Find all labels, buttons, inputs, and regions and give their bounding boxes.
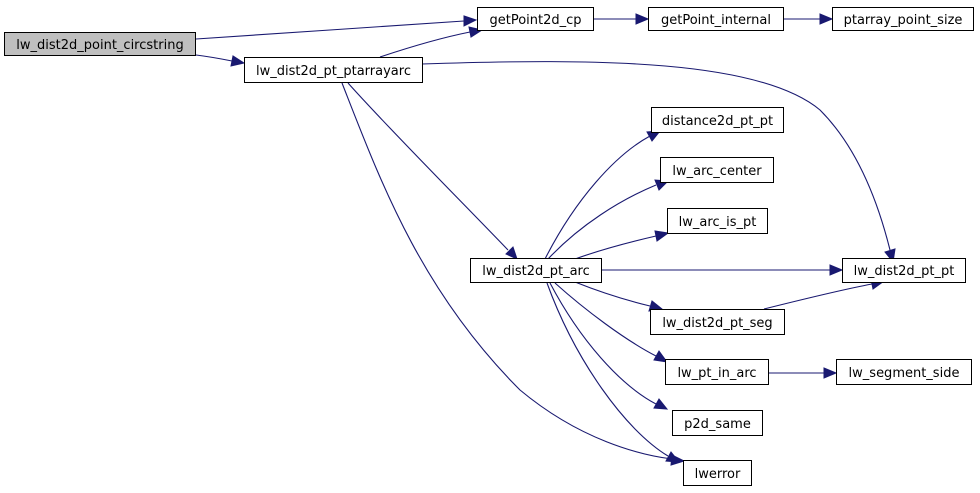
edge-ptarrayarc-to-pt-arc <box>347 82 509 251</box>
edge-root-to-ptarrayarc <box>195 54 233 62</box>
edge-pt-arc-to-pt-pt-arrow <box>829 264 844 276</box>
node-lwerror[interactable]: lwerror <box>683 460 752 486</box>
node-label: ptarray_point_size <box>844 13 963 28</box>
node-lw-segment-side[interactable]: lw_segment_side <box>836 359 972 385</box>
node-ptarray-point-size[interactable]: ptarray_point_size <box>832 7 974 31</box>
edge-ptarrayarc-to-getpoint2d-cp <box>379 31 471 58</box>
edge-pt-arc-to-pt-seg <box>574 281 651 307</box>
edge-pt-seg-to-pt-pt <box>763 283 873 310</box>
edge-pt-arc-to-p2d-same-arrow <box>653 398 669 410</box>
edge-ptarrayarc-to-lwerror <box>341 82 673 460</box>
node-distance2d-pt-pt[interactable]: distance2d_pt_pt <box>651 107 784 133</box>
node-lw-dist2d-pt-seg[interactable]: lw_dist2d_pt_seg <box>650 309 785 335</box>
edge-pt-arc-to-pt-in-arc <box>554 282 657 357</box>
node-lw-arc-is-pt[interactable]: lw_arc_is_pt <box>667 208 768 234</box>
node-label: p2d_same <box>684 417 751 432</box>
node-label: lw_dist2d_pt_seg <box>662 316 772 331</box>
node-label: lwerror <box>695 467 741 482</box>
edge-getpoint-internal-to-ptarray-point-size-arrow <box>819 13 834 25</box>
edge-getpoint2d-cp-to-getpoint-internal-arrow <box>635 13 650 25</box>
node-lw-dist2d-point-circstring[interactable]: lw_dist2d_point_circstring <box>4 32 196 56</box>
node-box <box>836 359 972 385</box>
node-label: lw_dist2d_pt_arc <box>482 264 590 279</box>
edge-root-to-getpoint2d-cp <box>195 20 465 40</box>
edge-root-to-getpoint2d-cp-arrow <box>463 15 478 27</box>
edge-ptarrayarc-to-pt-pt <box>421 61 891 251</box>
node-getpoint2d-cp[interactable]: getPoint2d_cp <box>477 7 594 31</box>
node-label: getPoint_internal <box>661 13 771 28</box>
node-lw-dist2d-pt-pt[interactable]: lw_dist2d_pt_pt <box>842 258 966 283</box>
edge-pt-in-arc-to-segment-side-arrow <box>823 367 838 379</box>
edge-pt-arc-to-p2d-same <box>549 282 657 405</box>
node-box <box>832 7 974 31</box>
edge-pt-arc-to-distance2d <box>544 135 651 260</box>
node-label: lw_dist2d_point_circstring <box>16 38 183 53</box>
edge-pt-arc-to-pt-in-arc-arrow <box>653 350 669 363</box>
edge-pt-arc-to-lwerror-arrow <box>665 451 681 463</box>
node-label: lw_arc_center <box>672 164 762 179</box>
edge-pt-arc-to-arc-is-pt-arrow <box>654 230 670 242</box>
node-label: lw_dist2d_pt_ptarrayarc <box>256 64 411 79</box>
node-lw-dist2d-pt-arc[interactable]: lw_dist2d_pt_arc <box>470 258 602 283</box>
node-label: lw_dist2d_pt_pt <box>854 264 955 279</box>
node-box <box>470 258 602 283</box>
node-box <box>648 7 784 31</box>
edge-ptarrayarc-to-pt-arc-arrow <box>505 246 518 260</box>
node-label: lw_pt_in_arc <box>677 366 756 381</box>
node-box <box>650 309 785 335</box>
node-lw-dist2d-pt-ptarrayarc[interactable]: lw_dist2d_pt_ptarrayarc <box>244 57 423 83</box>
node-box <box>667 208 768 234</box>
node-box <box>4 32 196 56</box>
node-p2d-same[interactable]: p2d_same <box>672 410 763 436</box>
node-label: lw_arc_is_pt <box>679 215 757 230</box>
node-box <box>665 359 769 385</box>
node-label: lw_segment_side <box>849 366 960 381</box>
edge-pt-arc-to-arc-is-pt <box>574 235 657 260</box>
node-box <box>244 57 423 83</box>
node-box <box>660 157 774 183</box>
node-box <box>683 460 752 486</box>
node-getpoint-internal[interactable]: getPoint_internal <box>648 7 784 31</box>
node-label: getPoint2d_cp <box>489 13 581 28</box>
node-box <box>651 107 784 133</box>
edge-pt-arc-to-lwerror <box>546 282 669 457</box>
edge-root-to-ptarrayarc-arrow <box>230 55 246 67</box>
node-box <box>842 258 966 283</box>
node-lw-pt-in-arc[interactable]: lw_pt_in_arc <box>665 359 769 385</box>
node-lw-arc-center[interactable]: lw_arc_center <box>660 157 774 183</box>
node-box <box>477 7 594 31</box>
edge-pt-arc-to-arc-center <box>547 184 657 260</box>
node-box <box>672 410 763 436</box>
node-label: distance2d_pt_pt <box>662 114 773 129</box>
